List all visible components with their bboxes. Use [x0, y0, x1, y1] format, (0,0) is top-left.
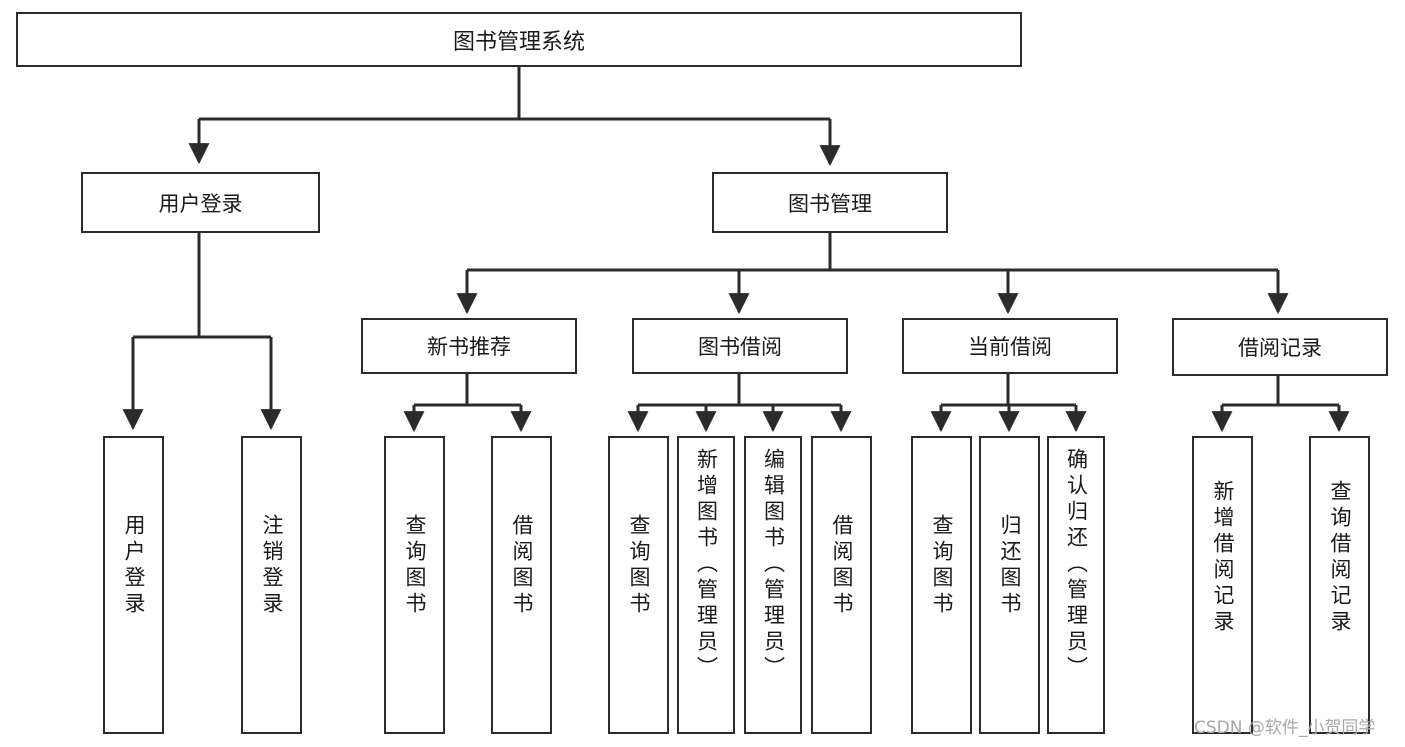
leaf-book-borrow-add-book-admin[interactable]: 新增图书（管理员） [677, 436, 735, 734]
leaf-new-book-query-book[interactable]: 查询图书 [384, 436, 445, 734]
leaf-label: 用户登录 [122, 514, 146, 618]
node-label: 新书推荐 [427, 335, 511, 359]
leaf-book-borrow-edit-book-admin[interactable]: 编辑图书（管理员） [744, 436, 802, 734]
leaf-user-login-logout[interactable]: 注销登录 [241, 436, 302, 734]
leaf-label: 查询图书 [403, 514, 427, 618]
leaf-label: 新增图书（管理员） [694, 448, 719, 682]
leaf-label: 新增借阅记录 [1211, 480, 1235, 636]
watermark-csdn: CSDN @软件_小贺同学 [1194, 718, 1376, 738]
leaf-label: 归还图书 [998, 514, 1022, 618]
leaf-label: 注销登录 [260, 514, 284, 618]
leaf-label: 查询图书 [627, 514, 651, 618]
node-label: 当前借阅 [968, 335, 1052, 359]
node-label: 图书管理 [788, 191, 872, 216]
leaf-label: 借阅图书 [510, 514, 534, 618]
node-new-book-recommend[interactable]: 新书推荐 [361, 318, 577, 374]
leaf-label: 借阅图书 [830, 514, 854, 618]
node-root-library-system[interactable]: 图书管理系统 [16, 12, 1022, 67]
node-label: 图书管理系统 [452, 29, 585, 55]
leaf-current-borrow-return-book[interactable]: 归还图书 [979, 436, 1040, 734]
leaf-label: 编辑图书（管理员） [761, 448, 786, 682]
leaf-current-borrow-query-book[interactable]: 查询图书 [911, 436, 972, 734]
leaf-current-borrow-confirm-return-admin[interactable]: 确认归还（管理员） [1047, 436, 1105, 734]
node-label: 图书借阅 [698, 335, 782, 359]
leaf-label: 确认归还（管理员） [1064, 448, 1089, 682]
leaf-user-login-login[interactable]: 用户登录 [103, 436, 164, 734]
leaf-book-borrow-query-book[interactable]: 查询图书 [608, 436, 669, 734]
node-label: 用户登录 [158, 191, 243, 216]
node-borrow-record[interactable]: 借阅记录 [1172, 318, 1388, 376]
leaf-new-book-borrow-book[interactable]: 借阅图书 [491, 436, 552, 734]
node-label: 借阅记录 [1238, 336, 1322, 360]
node-current-borrow[interactable]: 当前借阅 [902, 318, 1118, 374]
leaf-label: 查询图书 [930, 514, 954, 618]
node-user-login[interactable]: 用户登录 [81, 172, 320, 233]
leaf-label: 查询借阅记录 [1328, 480, 1352, 636]
node-book-borrow[interactable]: 图书借阅 [632, 318, 848, 374]
leaf-borrow-record-query-record[interactable]: 查询借阅记录 [1309, 436, 1370, 734]
leaf-borrow-record-add-record[interactable]: 新增借阅记录 [1192, 436, 1253, 734]
node-book-management[interactable]: 图书管理 [712, 172, 948, 233]
leaf-book-borrow-borrow-book[interactable]: 借阅图书 [811, 436, 872, 734]
